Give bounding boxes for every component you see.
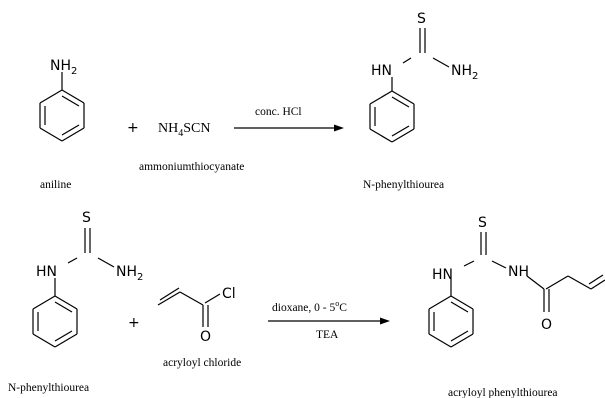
plus-sign: + bbox=[127, 120, 139, 136]
aniline-structure: NH2 bbox=[39, 58, 85, 142]
ammonium-thiocyanate-formula: NH4SCN bbox=[158, 121, 210, 139]
thiocyanate-formula: NH4SCN bbox=[158, 121, 210, 139]
product-amide-nh-label: NH bbox=[508, 264, 529, 280]
amine-group-label: NH2 bbox=[50, 58, 77, 77]
phenylthiourea-reactant-caption: N-phenylthiourea bbox=[8, 382, 89, 394]
reactant-amino-group-label: NH2 bbox=[116, 264, 143, 283]
thiocyanate-caption: ammoniumthiocyanate bbox=[139, 161, 244, 173]
condition-hcl: conc. HCl bbox=[255, 106, 302, 118]
reaction-arrow-2 bbox=[268, 317, 390, 325]
acryloyl-chloride-caption: acryloyl chloride bbox=[163, 357, 241, 369]
reaction-arrow-1 bbox=[234, 124, 344, 132]
plus-sign-2: + bbox=[128, 315, 140, 331]
reactant-thione-sulfur-label: S bbox=[82, 210, 91, 226]
condition-dioxane: dioxane, 0 - 5oC bbox=[272, 299, 347, 314]
phenylthiourea-product-structure: S HN NH2 bbox=[369, 11, 478, 143]
chlorine-label: Cl bbox=[222, 286, 236, 302]
aniline-caption: aniline bbox=[40, 179, 71, 191]
anilino-nh-label: HN bbox=[371, 63, 392, 79]
acryloyl-phenylthiourea-structure: S HN NH O bbox=[428, 215, 605, 348]
phenylthiourea-caption: N-phenylthiourea bbox=[363, 179, 444, 191]
condition-tea: TEA bbox=[316, 329, 339, 341]
phenylthiourea-reactant-structure: S HN NH2 bbox=[32, 210, 143, 348]
product-thione-sulfur-label: S bbox=[478, 215, 487, 231]
thione-sulfur-label: S bbox=[417, 11, 426, 27]
product-carbonyl-oxygen-label: O bbox=[541, 317, 552, 333]
acryloyl-chloride-structure: Cl O bbox=[157, 286, 236, 345]
amino-group-label: NH2 bbox=[451, 63, 478, 82]
carbonyl-oxygen-label: O bbox=[200, 329, 211, 345]
product-anilino-nh-label: HN bbox=[432, 267, 453, 283]
acryloyl-phenylthiourea-caption: acryloyl phenylthiourea bbox=[448, 387, 558, 398]
reactant-anilino-nh-label: HN bbox=[36, 264, 57, 280]
